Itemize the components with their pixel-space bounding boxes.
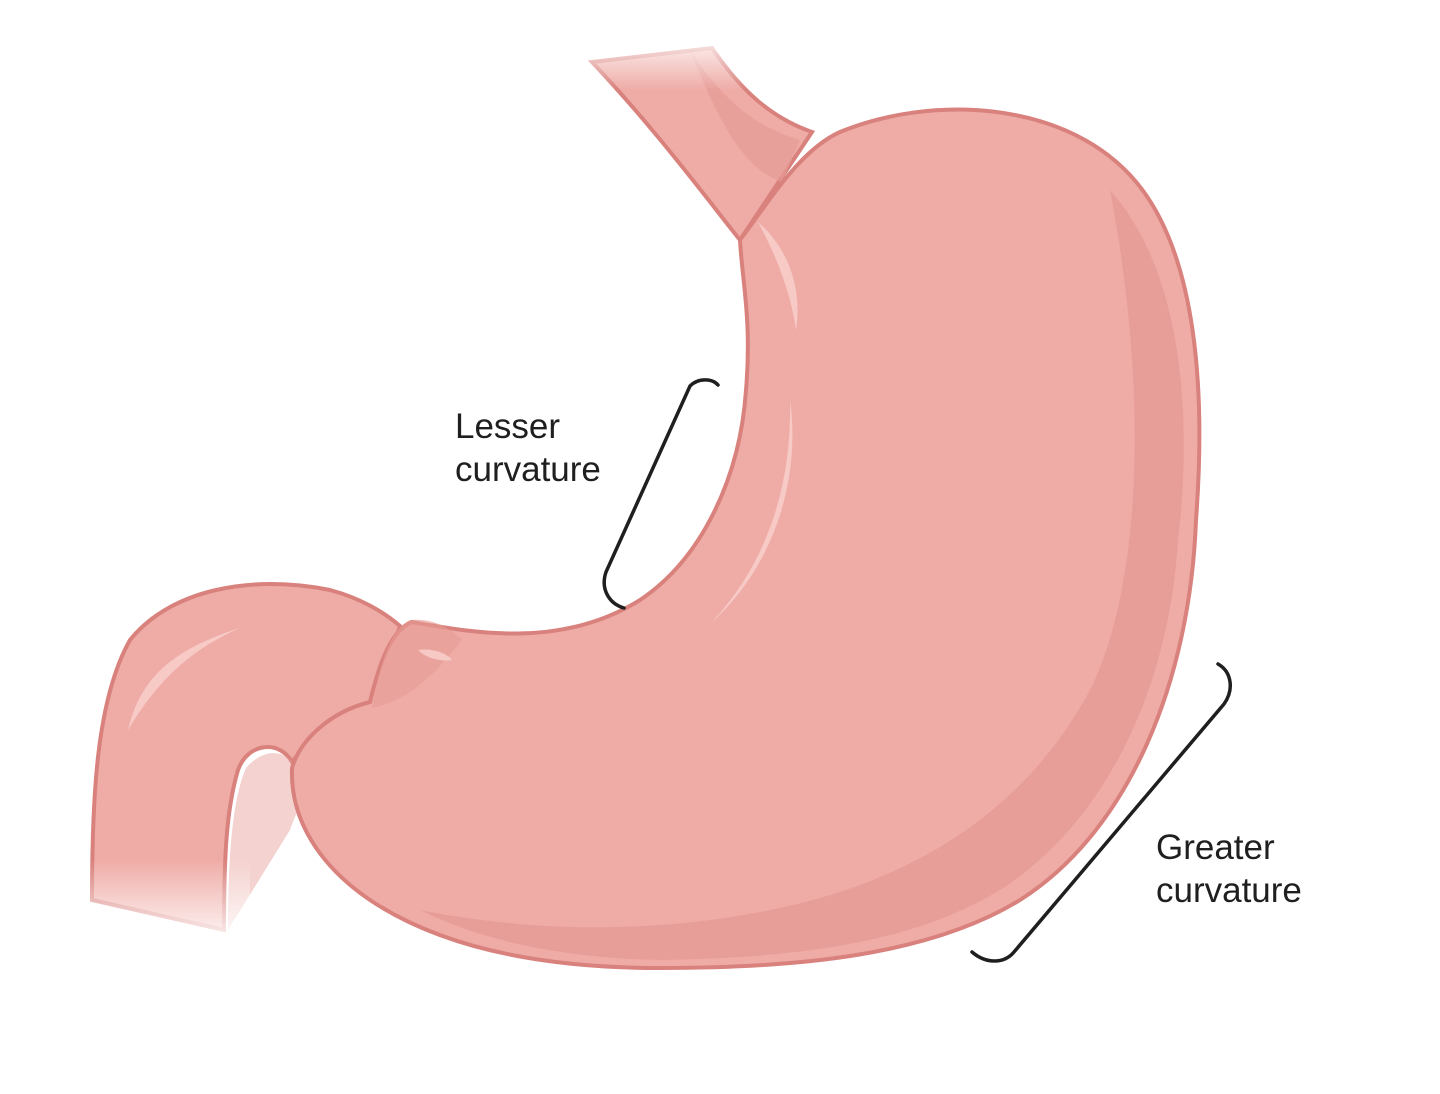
lesser-curvature-label-line1: Lesser: [455, 407, 561, 446]
duodenum-shade: [228, 712, 372, 930]
greater-curvature-bracket: [970, 662, 1232, 963]
lesser-curvature-label-line2: curvature: [455, 450, 601, 489]
lesser-curvature-bracket: [602, 378, 720, 610]
stomach-highlight-upper: [758, 222, 798, 330]
pylorus-highlight: [418, 649, 452, 661]
lesser-curvature-label: Lesser curvature: [455, 405, 601, 491]
greater-curvature-label-line2: curvature: [1156, 871, 1302, 910]
esophagus-shade: [690, 50, 800, 182]
stomach-highlight-middle: [712, 400, 793, 622]
stomach-body: [289, 107, 1202, 971]
pylorus: [372, 619, 462, 708]
esophagus-fade: [570, 30, 770, 90]
greater-curvature-label: Greater curvature: [1156, 826, 1302, 912]
greater-curvature-label-line1: Greater: [1156, 828, 1275, 867]
duodenum-fade: [70, 860, 250, 950]
